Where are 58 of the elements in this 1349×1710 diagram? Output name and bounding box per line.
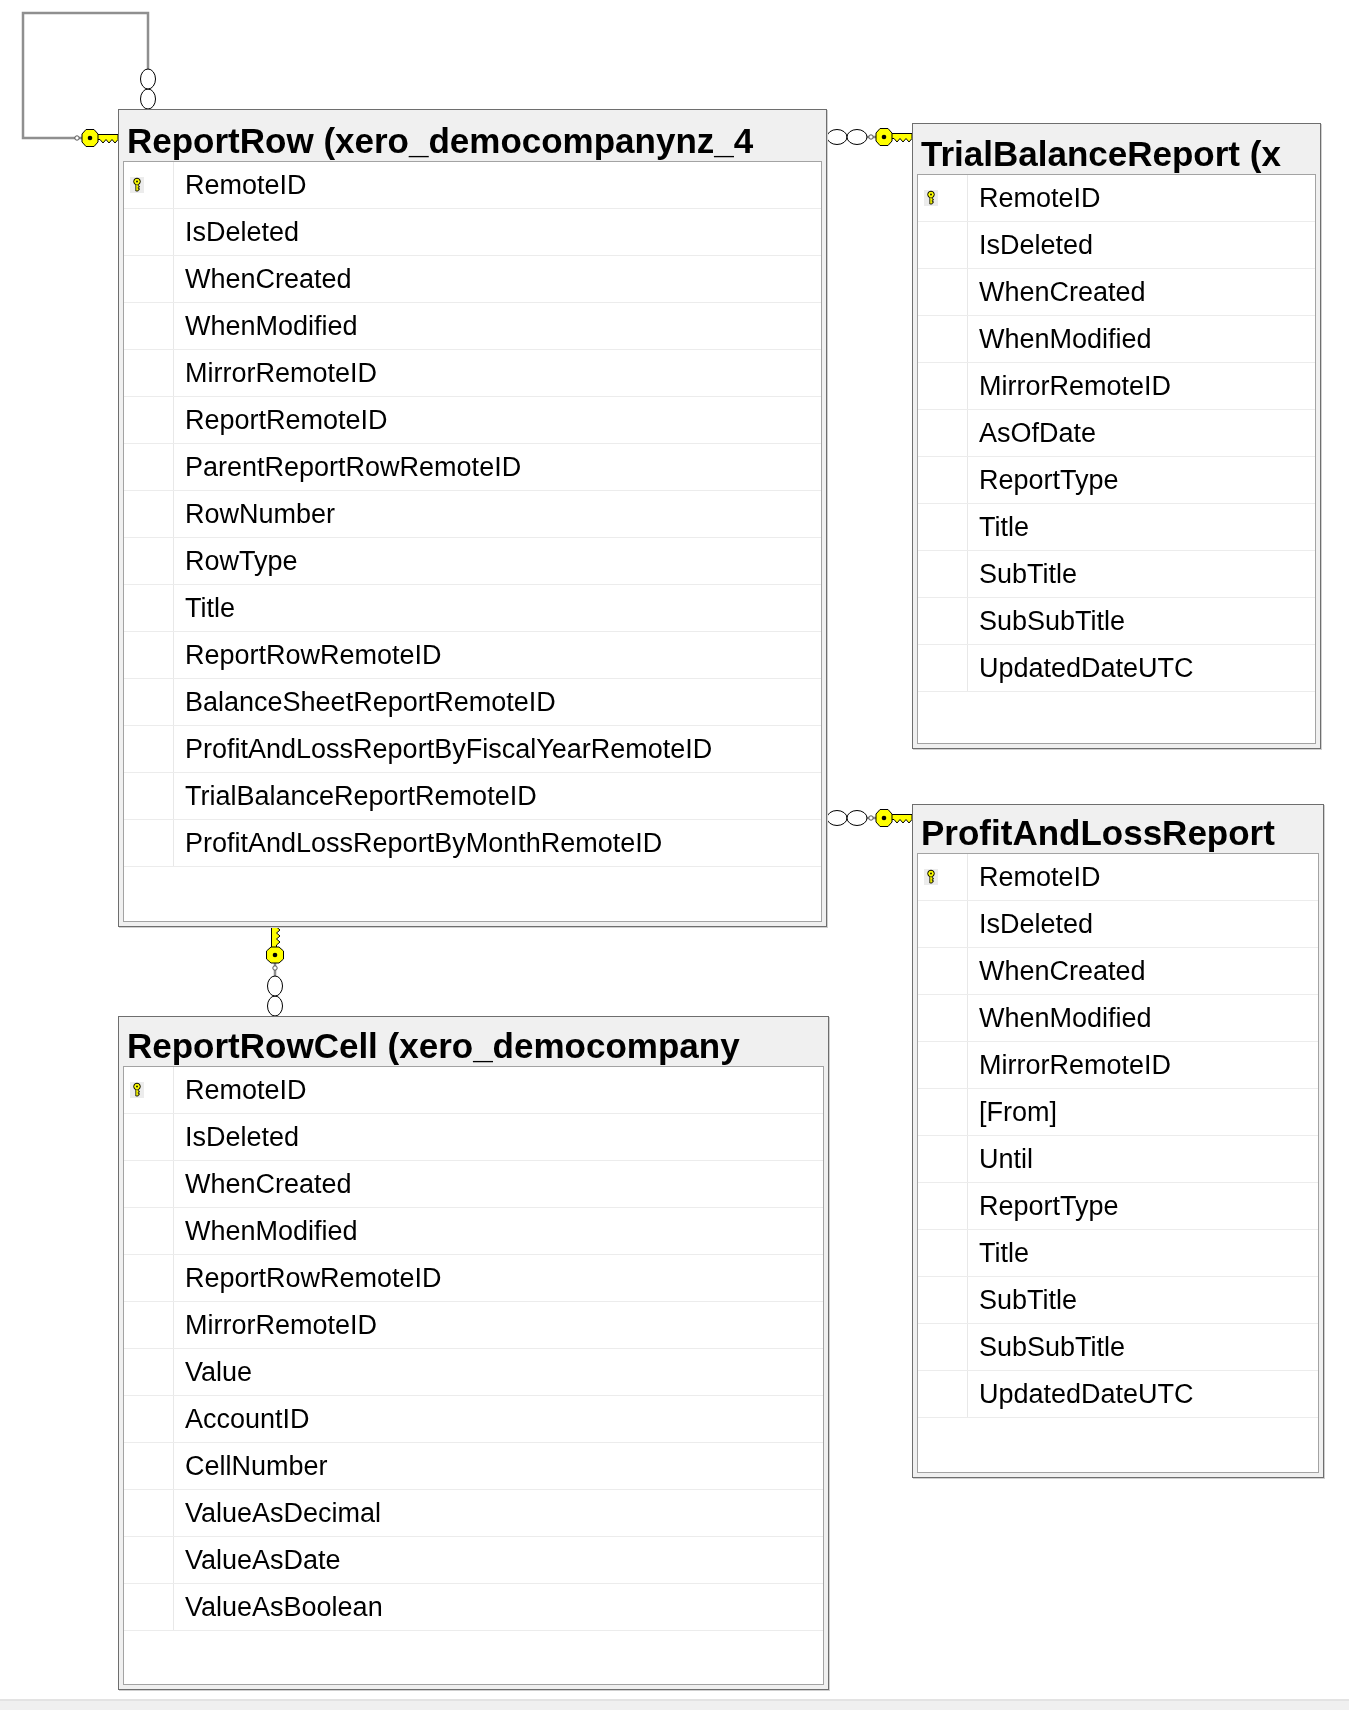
column-name: ReportRemoteID (184, 404, 388, 436)
column-name: WhenModified (978, 1002, 1152, 1034)
column-name: WhenCreated (978, 276, 1146, 308)
column-name: CellNumber (184, 1450, 328, 1482)
column-name: WhenModified (184, 310, 358, 342)
column-name: IsDeleted (978, 908, 1094, 940)
table-title: ReportRowCell (xero_democompany (126, 1026, 740, 1066)
column-name: MirrorRemoteID (978, 1049, 1172, 1081)
column-name: ReportType (978, 464, 1119, 496)
column-name: RowType (184, 545, 298, 577)
column-name: MirrorRemoteID (978, 370, 1172, 402)
column-name: SubSubTitle (978, 1331, 1126, 1363)
column-name: BalanceSheetReportRemoteID (184, 686, 556, 718)
column-name: RemoteID (184, 169, 307, 201)
column-name: IsDeleted (184, 216, 300, 248)
table-title: ReportRow (xero_democompanynz_4 (126, 121, 754, 161)
column-name: WhenCreated (978, 955, 1146, 987)
column-name: SubSubTitle (978, 605, 1126, 637)
column-name: RowNumber (184, 498, 336, 530)
column-name: WhenModified (184, 1215, 358, 1247)
column-name: RemoteID (978, 861, 1101, 893)
column-name: SubTitle (978, 558, 1078, 590)
column-name: UpdatedDateUTC (978, 652, 1194, 684)
column-name: ReportRowRemoteID (184, 1262, 442, 1294)
column-name: RemoteID (978, 182, 1101, 214)
column-name: MirrorRemoteID (184, 1309, 378, 1341)
column-name: ReportRowRemoteID (184, 639, 442, 671)
column-name: Title (184, 592, 235, 624)
column-name: Title (978, 511, 1029, 543)
column-name: AccountID (184, 1403, 310, 1435)
relationship-line (266, 926, 284, 1017)
relationship-line (826, 128, 913, 146)
column-name: MirrorRemoteID (184, 357, 378, 389)
column-name: WhenModified (978, 323, 1152, 355)
column-name: TrialBalanceReportRemoteID (184, 780, 537, 812)
column-name: WhenCreated (184, 1168, 352, 1200)
column-name: UpdatedDateUTC (978, 1378, 1194, 1410)
column-name: SubTitle (978, 1284, 1078, 1316)
column-name: IsDeleted (978, 229, 1094, 261)
relationship-line (826, 809, 913, 827)
relationship-line (21, 11, 156, 147)
table-title: ProfitAndLossReport (920, 813, 1275, 853)
column-name: ValueAsDecimal (184, 1497, 382, 1529)
column-name: IsDeleted (184, 1121, 300, 1153)
column-name: Value (184, 1356, 253, 1388)
column-name: ProfitAndLossReportByFiscalYearRemoteID (184, 733, 713, 765)
column-name: AsOfDate (978, 417, 1097, 449)
column-name: ReportType (978, 1190, 1119, 1222)
column-name: [From] (978, 1096, 1057, 1128)
column-name: WhenCreated (184, 263, 352, 295)
column-name: Title (978, 1237, 1029, 1269)
column-name: Until (978, 1143, 1033, 1175)
column-name: ParentReportRowRemoteID (184, 451, 522, 483)
column-name: ValueAsDate (184, 1544, 341, 1576)
column-name: RemoteID (184, 1074, 307, 1106)
table-title: TrialBalanceReport (x (920, 134, 1281, 174)
column-name: ValueAsBoolean (184, 1591, 383, 1623)
column-name: ProfitAndLossReportByMonthRemoteID (184, 827, 663, 859)
